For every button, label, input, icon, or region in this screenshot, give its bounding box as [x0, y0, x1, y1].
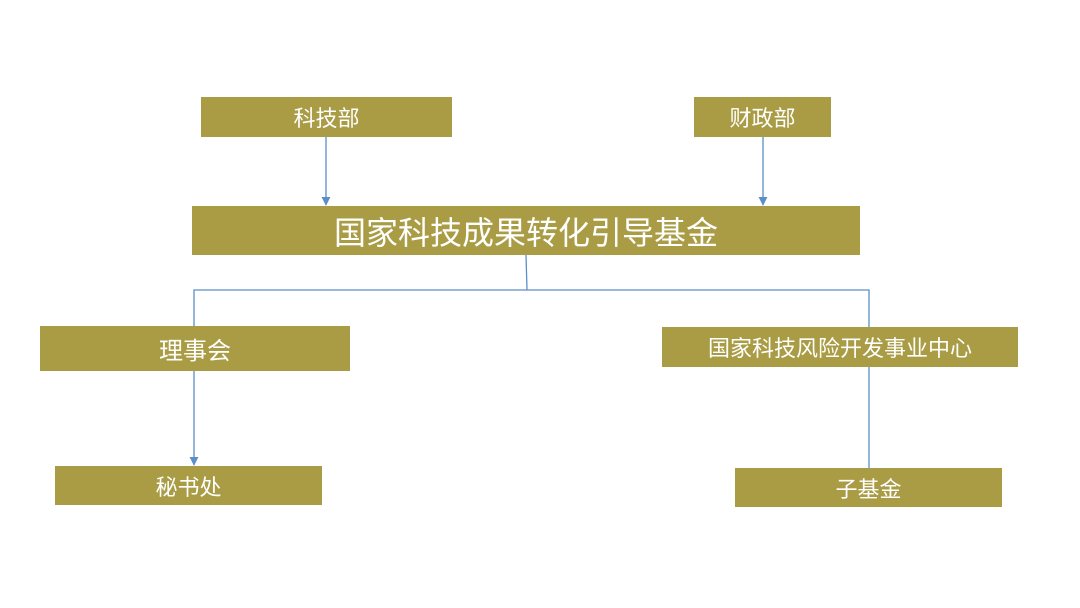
- branch-fund-down: [525, 254, 528, 291]
- secretariat-label: 秘书处: [155, 475, 222, 501]
- board-of-directors-label: 理事会: [159, 337, 231, 365]
- ministry-of-finance-box: 财政部: [694, 97, 831, 137]
- branch-horizontal: [193, 289, 870, 327]
- ministry-of-science-box: 科技部: [201, 97, 452, 137]
- board-of-directors-box: 理事会: [40, 326, 350, 371]
- national-fund-label: 国家科技成果转化引导基金: [333, 213, 718, 252]
- sub-fund-label: 子基金: [835, 477, 902, 503]
- sub-fund-box: 子基金: [735, 468, 1002, 507]
- ministry-of-finance-label: 财政部: [729, 107, 796, 132]
- venture-center-box: 国家科技风险开发事业中心: [662, 327, 1018, 367]
- secretariat-box: 秘书处: [55, 466, 322, 505]
- venture-center-label: 国家科技风险开发事业中心: [707, 337, 972, 362]
- ministry-of-science-label: 科技部: [293, 107, 360, 132]
- national-fund-box: 国家科技成果转化引导基金: [192, 206, 860, 255]
